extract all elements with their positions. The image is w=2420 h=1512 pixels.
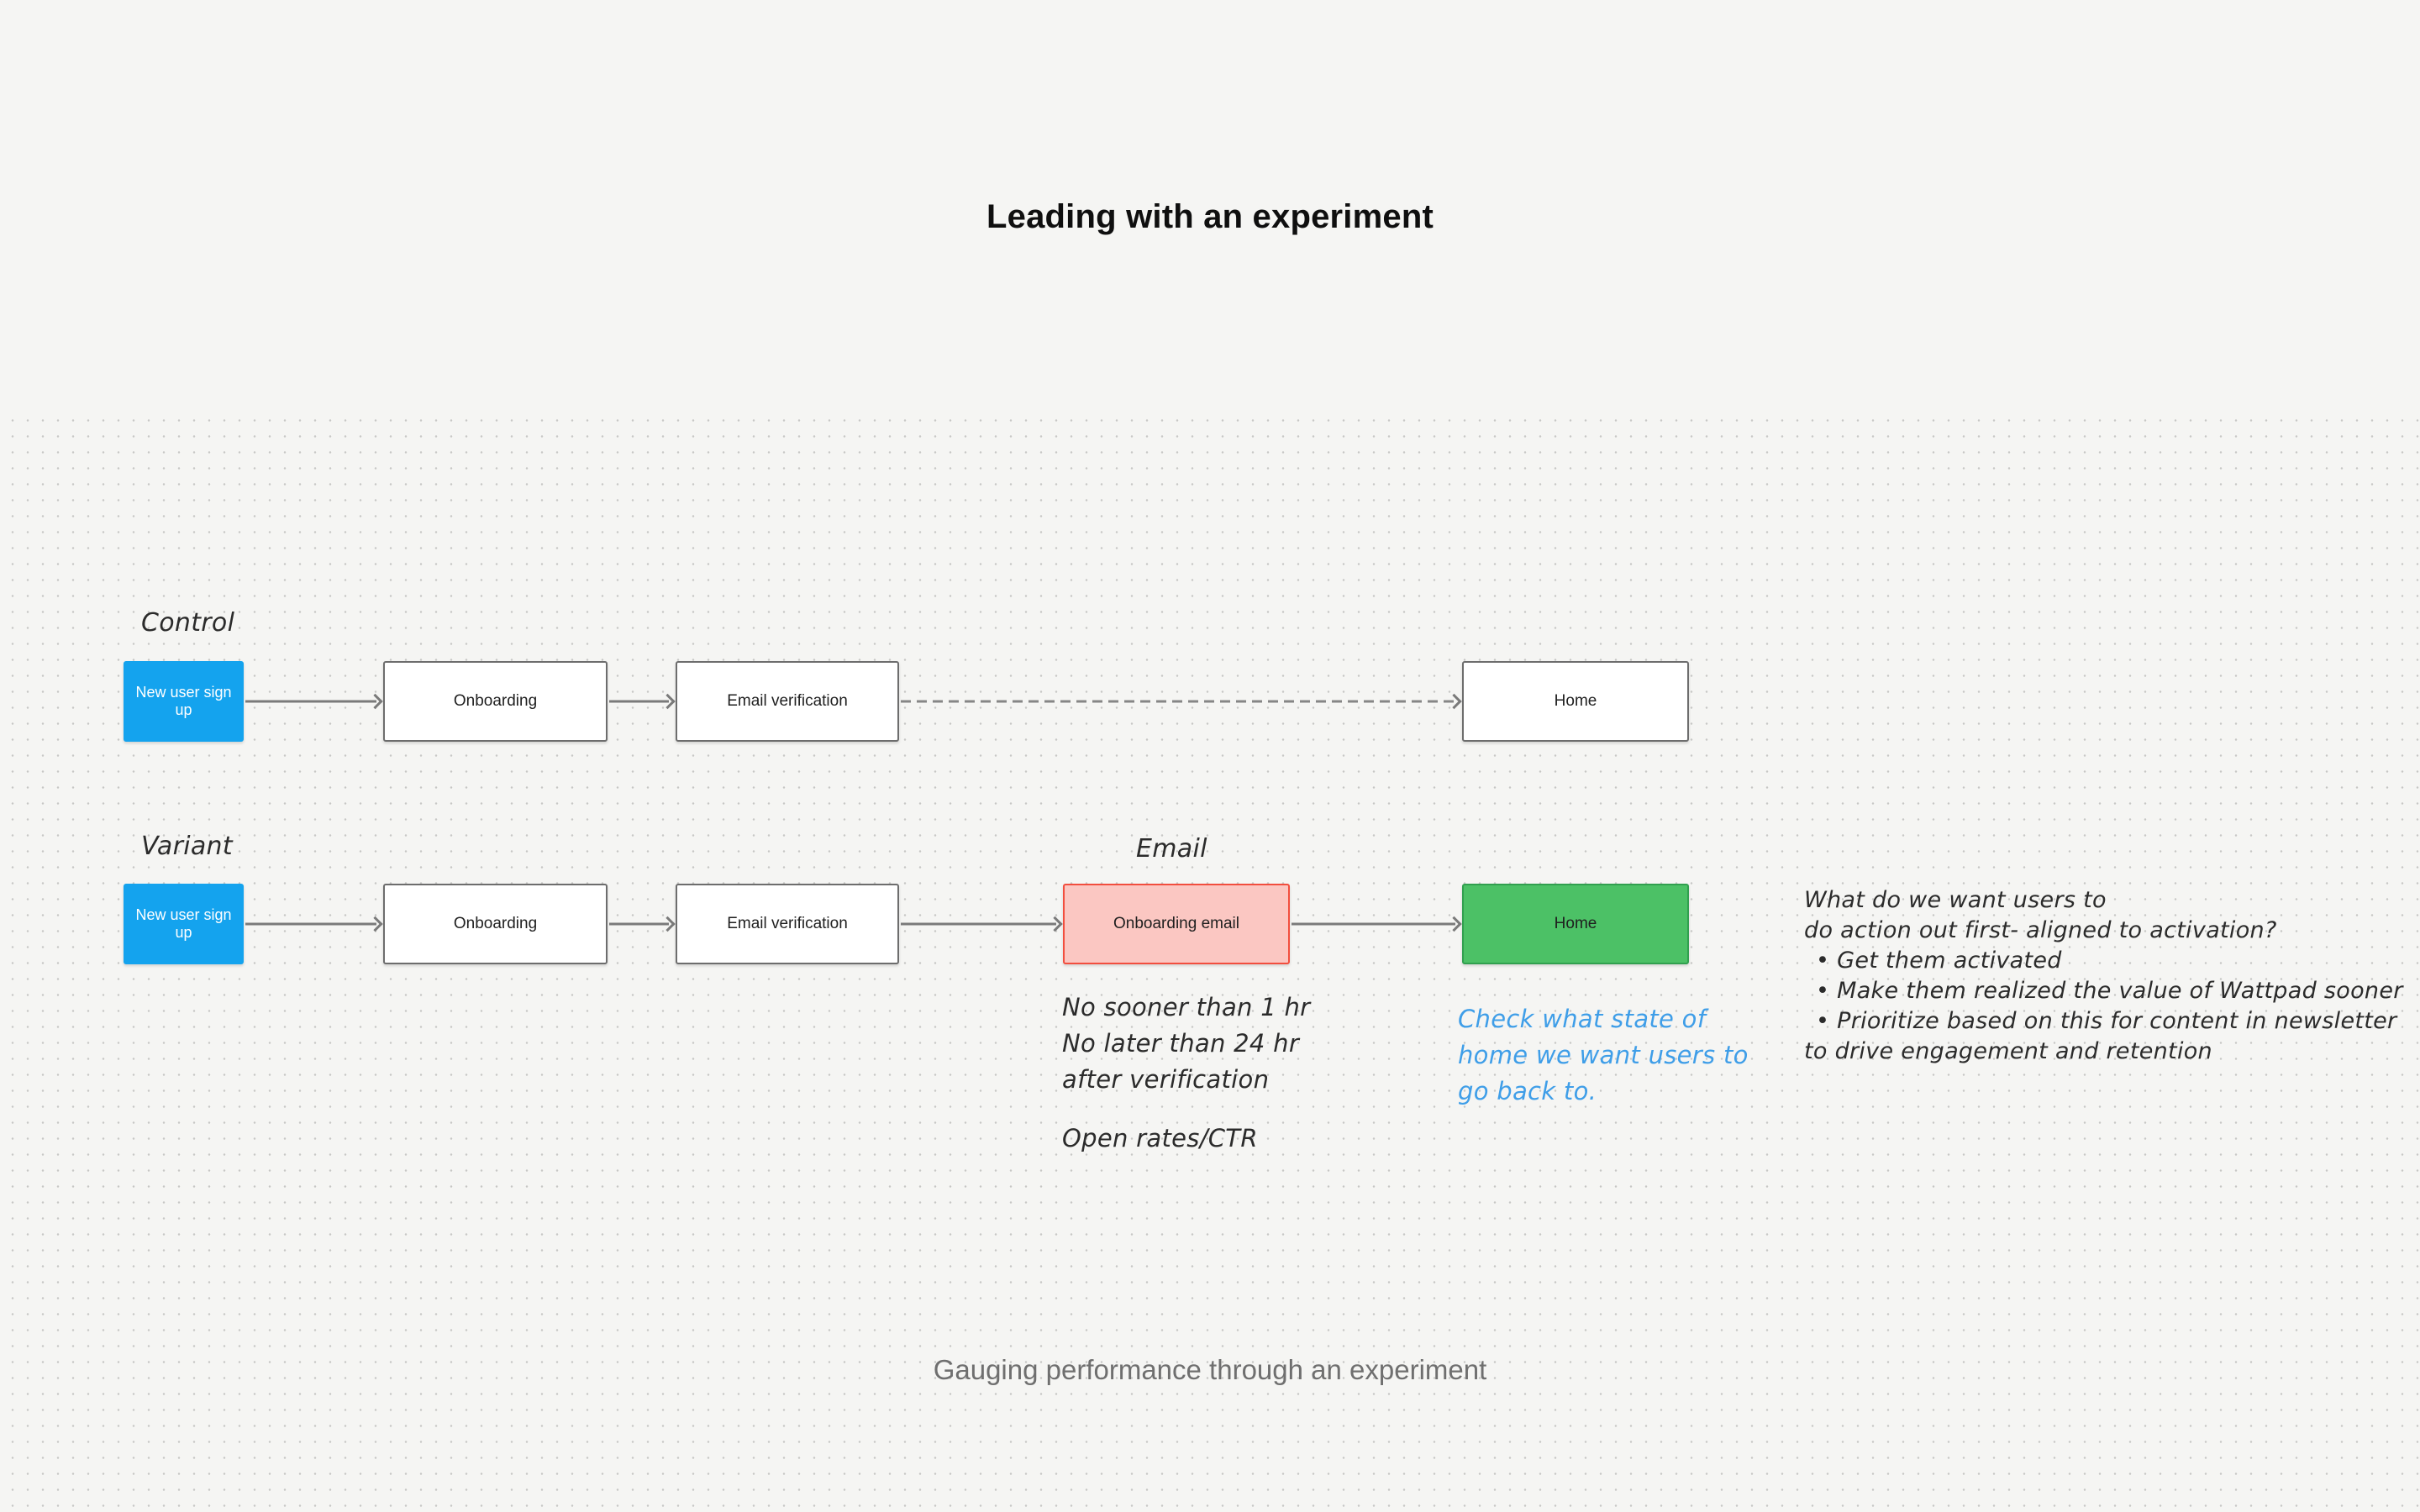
arrow-shaft [901, 922, 1056, 926]
arrow-variant-signup-onboarding [245, 916, 383, 932]
flow-node-label: New user sign up [135, 684, 232, 718]
arrow-shaft [245, 922, 376, 926]
dashed-arrow-control-verification-home [901, 693, 1462, 710]
flow-node-control-onboarding[interactable]: Onboarding [383, 661, 608, 742]
note-line: to drive engagement and retention [1804, 1038, 2212, 1064]
metrics-note[interactable]: Open rates/CTR [1062, 1124, 1258, 1152]
note-bullet-line: • Make them realized the value of Wattpa… [1816, 978, 2403, 1004]
flow-node-variant-onboarding-email[interactable]: Onboarding email [1063, 884, 1290, 964]
arrow-variant-onboarding-verification [609, 916, 676, 932]
arrowhead-icon [660, 693, 676, 710]
arrowhead-icon [367, 916, 383, 932]
note-line: Check what state of [1458, 1005, 1707, 1033]
arrowhead-icon [1446, 693, 1462, 710]
arrow-shaft [609, 700, 669, 703]
flow-node-label: Email verification [727, 915, 848, 932]
flow-node-variant-home[interactable]: Home [1462, 884, 1689, 964]
flow-node-label: New user sign up [135, 906, 232, 941]
board-caption[interactable]: Gauging performance through an experimen… [933, 1354, 1487, 1385]
arrowhead-icon [660, 916, 676, 932]
arrowhead-icon [1446, 916, 1462, 932]
email-group-label[interactable]: Email [1136, 834, 1207, 864]
note-line: No sooner than 1 hr [1062, 993, 1311, 1021]
arrow-variant-email-home [1292, 916, 1462, 932]
email-timing-note[interactable]: No sooner than 1 hr No later than 24 hr … [1062, 990, 1310, 1098]
flow-node-label: Onboarding [453, 692, 538, 710]
flow-node-label: Home [1554, 692, 1597, 710]
note-line: home we want users to [1458, 1041, 1749, 1069]
arrow-control-onboarding-verification [609, 693, 676, 710]
arrowhead-icon [1047, 916, 1063, 932]
note-bullet-line: • Get them activated [1816, 948, 2062, 974]
arrow-variant-verification-email [901, 916, 1063, 932]
flow-node-label: Email verification [727, 692, 848, 710]
flow-node-control-home[interactable]: Home [1462, 661, 1689, 742]
home-state-note[interactable]: Check what state of home we want users t… [1458, 1001, 1749, 1110]
board-title[interactable]: Leading with an experiment [986, 198, 1434, 235]
arrowhead-icon [367, 693, 383, 710]
control-row-label[interactable]: Control [141, 608, 235, 638]
activation-strategy-note[interactable]: What do we want users to do action out f… [1804, 885, 2403, 1067]
flow-node-variant-signup[interactable]: New user sign up [124, 884, 244, 964]
note-line: do action out first- aligned to activati… [1804, 917, 2277, 943]
flow-node-control-signup[interactable]: New user sign up [124, 661, 244, 742]
arrow-shaft [901, 700, 1455, 703]
variant-row-label[interactable]: Variant [141, 832, 233, 861]
flow-node-label: Home [1554, 915, 1597, 932]
arrow-shaft [1292, 922, 1455, 926]
arrow-control-signup-onboarding [245, 693, 383, 710]
note-bullet-line: • Prioritize based on this for content i… [1816, 1008, 2397, 1034]
flow-node-label: Onboarding email [1113, 915, 1239, 932]
note-line: go back to. [1458, 1077, 1597, 1105]
note-line: What do we want users to [1804, 887, 2107, 913]
flow-node-label: Onboarding [453, 915, 538, 932]
arrow-shaft [609, 922, 669, 926]
flow-node-control-email-verification[interactable]: Email verification [676, 661, 899, 742]
note-line: No later than 24 hr [1062, 1029, 1300, 1058]
note-line: after verification [1062, 1065, 1270, 1094]
arrow-shaft [245, 700, 376, 703]
flow-node-variant-email-verification[interactable]: Email verification [676, 884, 899, 964]
flow-node-variant-onboarding[interactable]: Onboarding [383, 884, 608, 964]
